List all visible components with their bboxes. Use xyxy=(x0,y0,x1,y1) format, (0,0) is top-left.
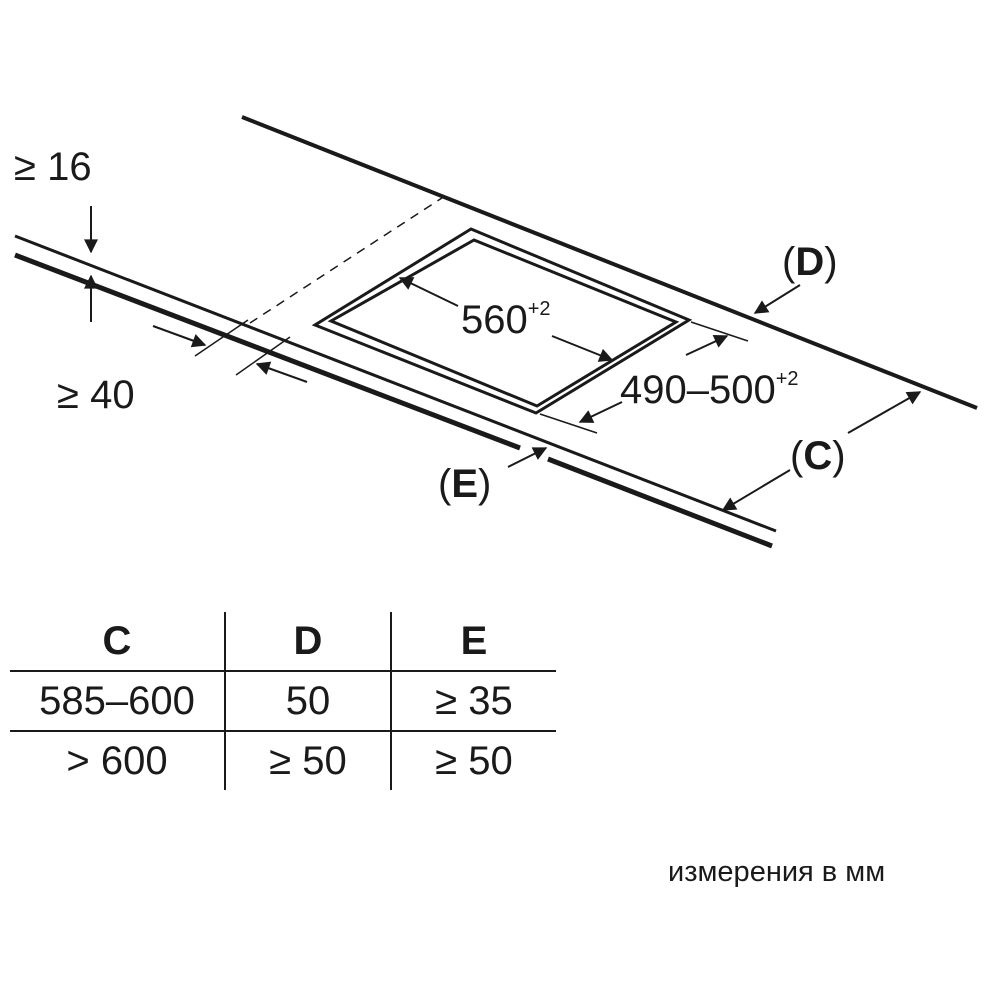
label-c-letter: C xyxy=(803,434,832,478)
depth-extension-top xyxy=(690,321,749,342)
dashed-guide-line xyxy=(249,195,446,324)
cutout-inner xyxy=(327,238,680,408)
front-gap-arrow-left xyxy=(152,325,207,348)
table-cell: 50 xyxy=(225,671,392,732)
min-thickness-label: ≥ 16 xyxy=(14,145,92,189)
table-row: > 600 ≥ 50 ≥ 50 xyxy=(10,731,556,790)
min-front-edge-label: ≥ 40 xyxy=(57,373,135,417)
cutout-depth-tolerance: +2 xyxy=(776,368,799,390)
cutout-width-tolerance: +2 xyxy=(528,298,551,320)
installation-diagram: ≥ 16 ≥ 40 560+2 490–500+2 (D) (C) (E) xyxy=(14,115,978,549)
table-cell: ≥ 35 xyxy=(391,671,556,732)
depth-extension-bottom xyxy=(539,413,598,434)
c-arrow-bottom xyxy=(721,469,791,511)
label-c: (C) xyxy=(790,434,846,478)
e-arrow xyxy=(507,447,548,468)
back-wall-line xyxy=(241,115,978,410)
cutout-width-label: 560+2 xyxy=(461,298,551,342)
header-e: E xyxy=(391,612,556,672)
depth-arrow-top xyxy=(685,334,729,356)
table-cell: 585–600 xyxy=(10,671,226,732)
width-arrow-left xyxy=(398,277,459,307)
c-arrow-top xyxy=(847,391,922,434)
label-d: (D) xyxy=(782,240,838,284)
table-row: 585–600 50 ≥ 35 xyxy=(10,671,556,732)
clearance-table: C D E 585–600 50 ≥ 35 > 600 ≥ 50 ≥ 50 xyxy=(10,612,556,790)
worktop-front-top-edge xyxy=(14,234,777,533)
label-e-letter: E xyxy=(451,462,478,506)
d-arrow xyxy=(753,284,801,314)
front-gap-extension-left xyxy=(194,319,249,357)
label-d-letter: D xyxy=(795,240,824,284)
depth-arrow-bottom xyxy=(578,401,623,423)
cutout-width-value: 560 xyxy=(461,298,528,342)
width-arrow-right xyxy=(551,335,614,362)
header-d: D xyxy=(225,612,392,672)
cutout-depth-label: 490–500+2 xyxy=(620,368,799,412)
label-e: (E) xyxy=(438,462,491,506)
table-header-row: C D E xyxy=(10,612,556,672)
table-cell: > 600 xyxy=(10,731,226,790)
table-cell: ≥ 50 xyxy=(435,738,513,783)
cutout-depth-value: 490–500 xyxy=(620,368,776,412)
units-note: измерения в мм xyxy=(668,856,886,888)
worktop-front-bottom-edge-left xyxy=(14,252,521,451)
front-gap-extension-right xyxy=(235,336,291,376)
front-gap-arrow-right xyxy=(255,361,308,383)
worktop-front-bottom-edge-right xyxy=(547,456,773,549)
cutout-outer xyxy=(311,227,693,415)
table-cell: ≥ 50 xyxy=(225,731,392,790)
header-c: C xyxy=(10,612,226,672)
